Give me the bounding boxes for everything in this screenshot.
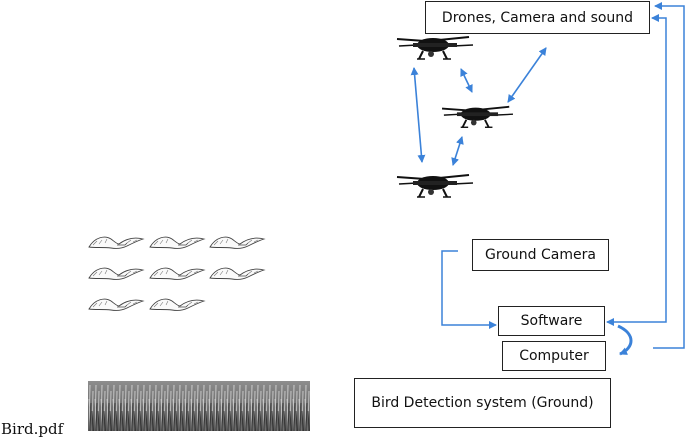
drones-camera-sound-box: Drones, Camera and sound bbox=[425, 1, 650, 34]
groundcam-to-software-arrow bbox=[441, 250, 497, 329]
file-caption: Bird.pdf bbox=[1, 420, 64, 438]
drone-link-arrow bbox=[507, 47, 547, 103]
computer-box: Computer bbox=[502, 341, 606, 371]
drone-link-arrow bbox=[460, 68, 473, 93]
drone-icon bbox=[396, 174, 474, 198]
bird-icon bbox=[88, 267, 144, 280]
bird-detection-system-box: Bird Detection system (Ground) bbox=[354, 378, 611, 428]
bird-icon bbox=[88, 236, 144, 249]
computer-to-drones-arrow bbox=[653, 2, 685, 349]
bird-detection-system-label: Bird Detection system (Ground) bbox=[371, 395, 594, 411]
drone-link-arrow bbox=[451, 136, 464, 166]
bird-icon bbox=[149, 298, 205, 311]
software-computer-link-arrow bbox=[617, 324, 633, 356]
computer-label: Computer bbox=[519, 348, 589, 364]
drone-icon bbox=[396, 36, 474, 60]
bird-icon bbox=[149, 267, 205, 280]
bird-icon bbox=[149, 236, 205, 249]
software-label: Software bbox=[520, 313, 583, 329]
ground-camera-box: Ground Camera bbox=[472, 239, 609, 271]
grass-field-photo bbox=[88, 381, 310, 431]
bird-icon bbox=[88, 298, 144, 311]
software-box: Software bbox=[498, 306, 605, 336]
bird-icon bbox=[209, 267, 265, 280]
drone-icon bbox=[441, 105, 514, 129]
drones-to-software-arrow bbox=[606, 14, 667, 326]
drones-camera-sound-label: Drones, Camera and sound bbox=[441, 9, 634, 26]
bird-icon bbox=[209, 236, 265, 249]
ground-camera-label: Ground Camera bbox=[485, 247, 596, 263]
drone-link-arrow bbox=[410, 67, 426, 163]
